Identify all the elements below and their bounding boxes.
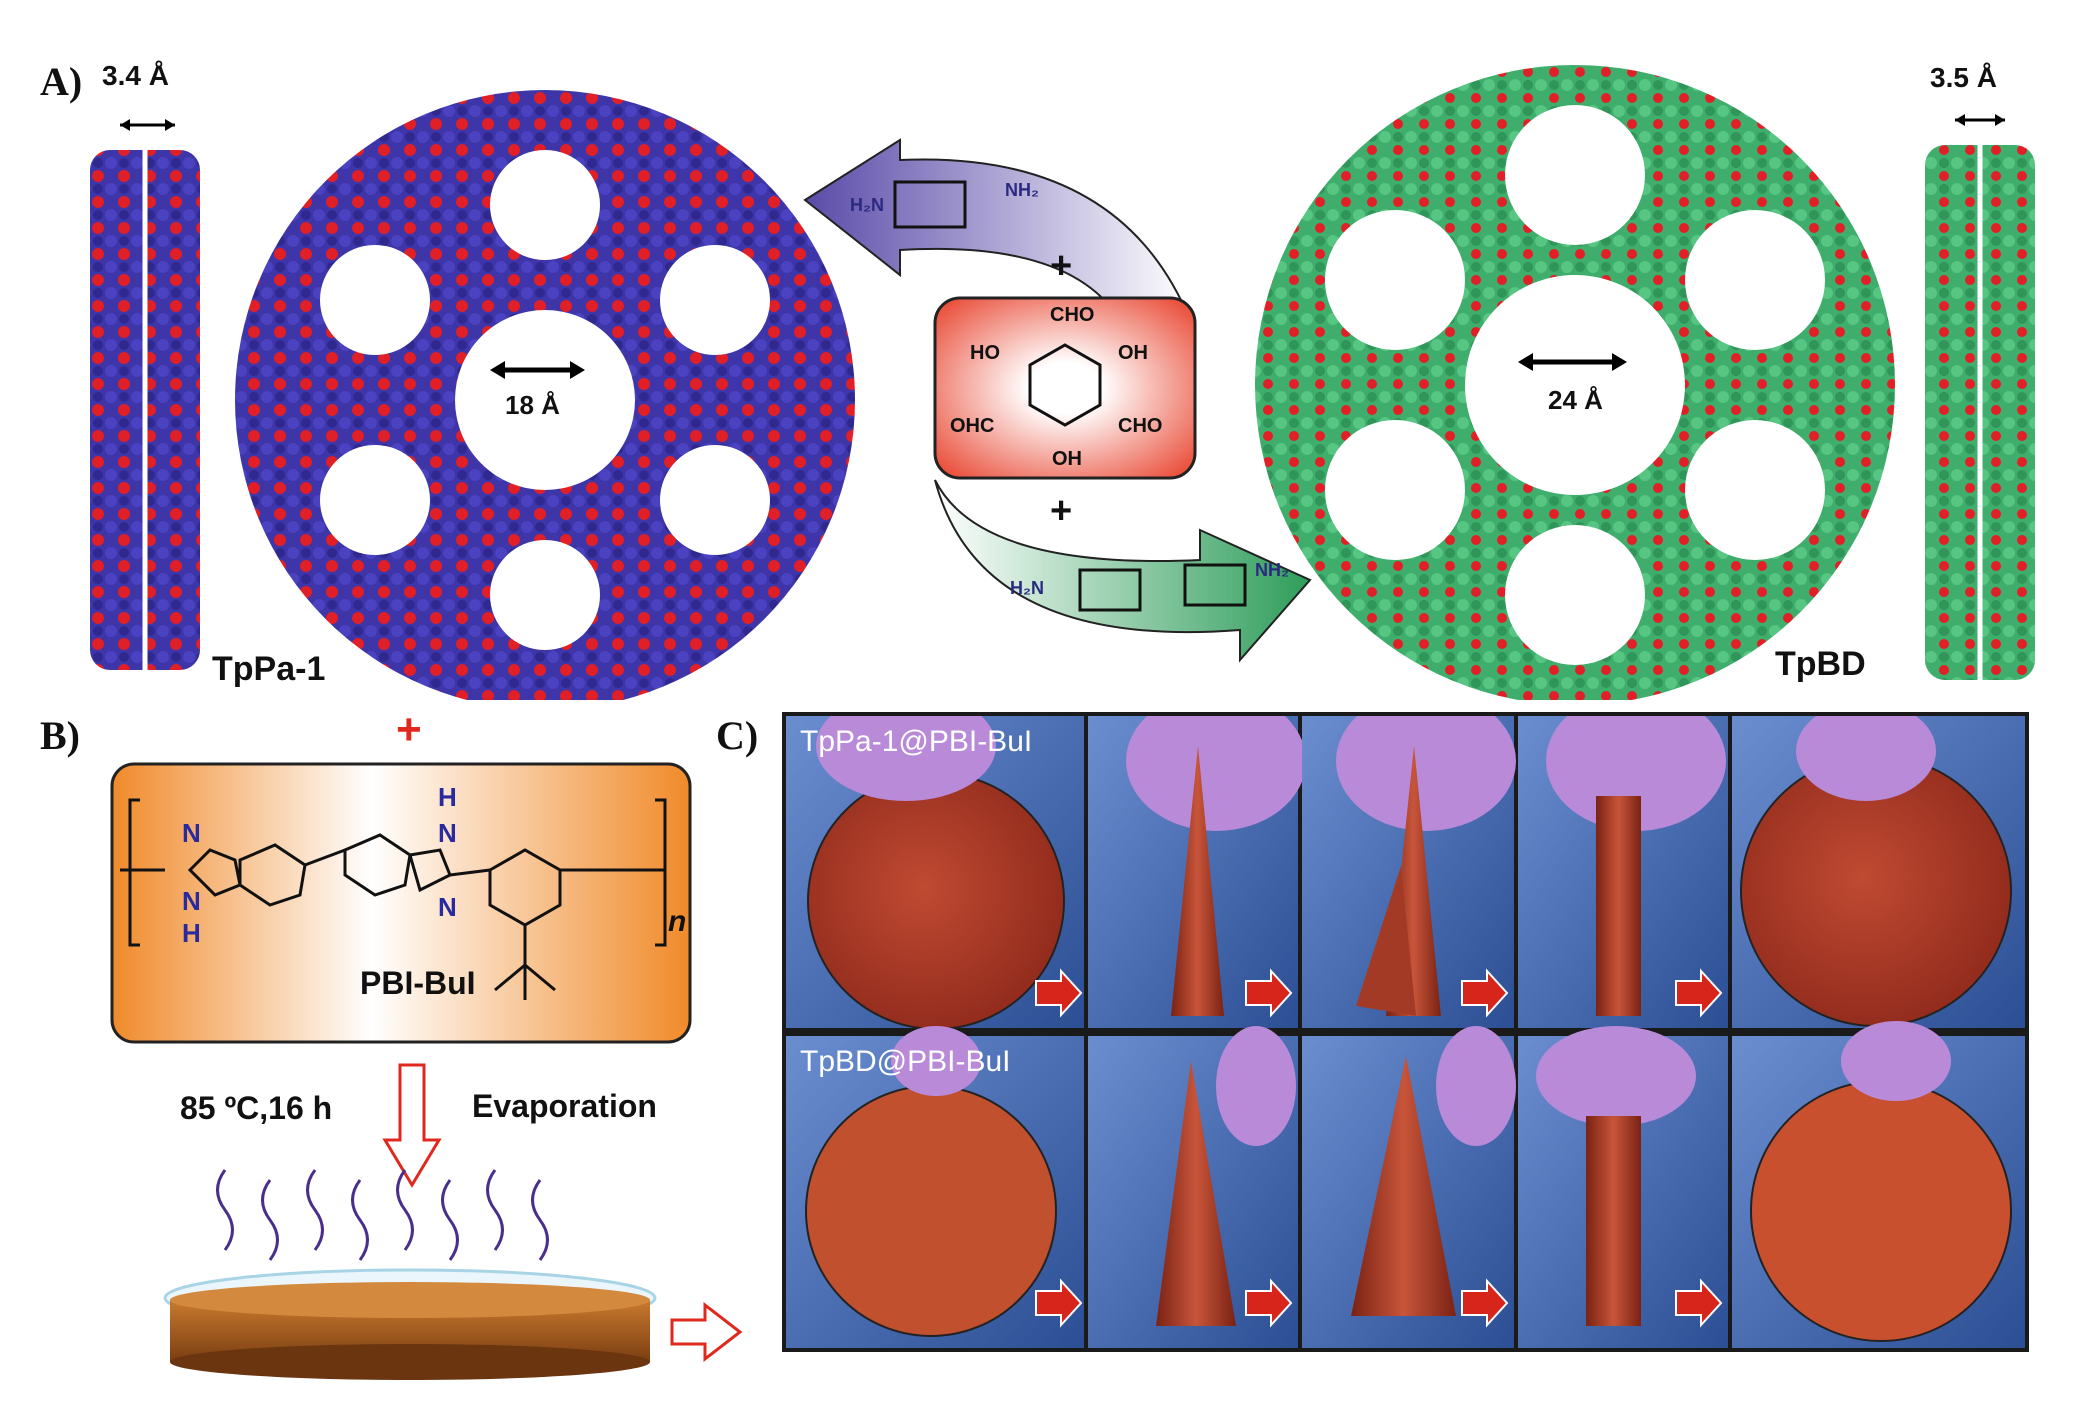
tppa-side-view (90, 119, 200, 670)
left-framework-name: TpPa-1 (212, 650, 326, 688)
right-spacing-label: 3.5 Å (1930, 62, 1997, 93)
right-pore-label: 24 Å (1548, 385, 1603, 415)
vapor-lines (216, 1169, 549, 1261)
aldehyde-cho-top: CHO (1050, 304, 1095, 326)
amine-top-left: H₂N (850, 195, 884, 215)
polymer-name: PBI-BuI (360, 965, 476, 1001)
amine-top-right: NH₂ (1005, 180, 1039, 200)
atom-n4: N (438, 892, 457, 922)
to-panel-c-arrow (670, 1301, 743, 1363)
plus-top: + (1050, 245, 1073, 287)
plus-bottom: + (1050, 490, 1073, 532)
aldehyde-box (933, 296, 1197, 480)
panel-a-letter: A) (40, 59, 83, 104)
atom-h2: H (438, 782, 457, 812)
atom-h1: H (182, 918, 201, 948)
right-framework-name: TpBD (1775, 645, 1866, 683)
process-arrow (382, 1063, 442, 1188)
left-spacing-label: 3.4 Å (102, 60, 169, 91)
purple-reaction-arrow (803, 138, 1192, 321)
atom-n3: N (438, 818, 457, 848)
atom-n2: N (182, 886, 201, 916)
process-name: Evaporation (472, 1088, 657, 1124)
tpbd-side-view (1925, 114, 2035, 680)
photo-strip (786, 716, 2025, 1348)
polymer-structure (120, 798, 667, 1000)
tppa-framework (235, 90, 855, 700)
aldehyde-ohc-left: OHC (950, 415, 995, 437)
panel-b-graphic (110, 762, 743, 1380)
panel-c-letter: C) (716, 713, 759, 758)
photo-arrows (1035, 968, 1723, 1328)
panel-a-graphic (90, 65, 2035, 700)
aldehyde-oh-left: HO (970, 342, 1000, 364)
left-pore-label: 18 Å (505, 390, 560, 420)
green-reaction-arrow (934, 479, 1312, 663)
polymer-n: n (668, 905, 687, 938)
row1-label: TpPa-1@PBI-BuI (800, 725, 1033, 758)
row2-photos (786, 1021, 2025, 1348)
atom-n1: N (182, 818, 201, 848)
row2-label: TpBD@PBI-BuI (800, 1045, 1011, 1078)
panel-b-letter: B) (40, 713, 80, 758)
process-condition: 85 ºC,16 h (180, 1090, 333, 1126)
membrane-photo-grid (782, 712, 2029, 1352)
amine-bottom-right: NH₂ (1255, 560, 1289, 580)
aldehyde-oh-right: OH (1118, 342, 1148, 364)
aldehyde-oh-bottom: OH (1052, 448, 1082, 470)
tpbd-framework (1255, 65, 1895, 700)
row1-photos (786, 716, 2025, 1030)
polymer-box (110, 762, 692, 1044)
amine-bottom-left: H₂N (1010, 578, 1044, 598)
panel-b-plus: + (396, 705, 422, 754)
aldehyde-cho-right: CHO (1118, 415, 1163, 437)
